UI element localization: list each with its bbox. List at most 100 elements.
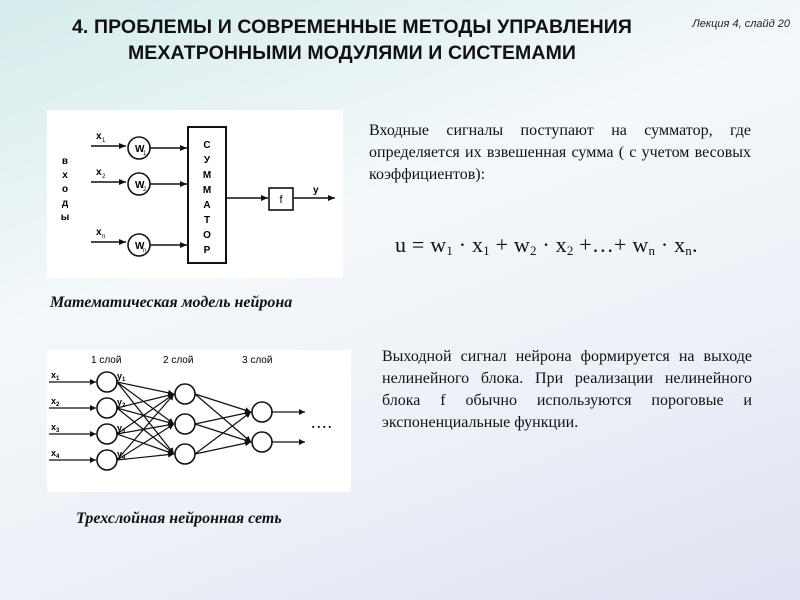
slide-title: 4. ПРОБЛЕМЫ И СОВРЕМЕННЫЕ МЕТОДЫ УПРАВЛЕ… bbox=[22, 14, 682, 66]
neuron-layer-3 bbox=[251, 401, 273, 423]
summator-block bbox=[187, 126, 227, 264]
activation-label: f bbox=[279, 194, 283, 206]
formula-x2: x bbox=[555, 232, 567, 257]
side-letter: о bbox=[62, 184, 68, 195]
formula-wn-sub: n bbox=[648, 243, 656, 258]
connection-edge bbox=[194, 410, 252, 425]
summator-letter: С bbox=[203, 140, 210, 151]
input-label-x: x bbox=[96, 131, 102, 142]
activation-block bbox=[268, 187, 294, 211]
network-output-label: y1 bbox=[117, 371, 126, 383]
formula-wn: w bbox=[632, 232, 649, 257]
network-output-label: y2 bbox=[117, 397, 126, 409]
formula-x2-sub: 2 bbox=[566, 243, 574, 258]
formula-xn: x bbox=[674, 232, 686, 257]
slide-note: Лекция 4, слайд 20 bbox=[692, 18, 790, 30]
formula-w1: w bbox=[430, 232, 447, 257]
neuron-layer-1 bbox=[96, 371, 118, 393]
paragraph-activation: Выходной сигнал нейрона формируется на в… bbox=[382, 348, 752, 431]
connection-edge bbox=[116, 451, 175, 461]
input-label-sub: n bbox=[102, 234, 105, 240]
layer-label-3: 3 слой bbox=[242, 355, 272, 366]
output-label: y bbox=[313, 185, 319, 196]
side-letter: в bbox=[62, 156, 68, 167]
connection-edge bbox=[116, 393, 175, 435]
connection-edge bbox=[116, 393, 175, 461]
title-line-1: 4. ПРОБЛЕМЫ И СОВРЕМЕННЫЕ МЕТОДЫ УПРАВЛЕ… bbox=[71, 16, 632, 38]
formula-dot2: · bbox=[542, 232, 550, 257]
neuron-caption: Математическая модель нейрона bbox=[50, 294, 293, 311]
connection-edge bbox=[116, 433, 175, 455]
weight-label: W bbox=[135, 144, 145, 155]
connection-edge bbox=[116, 381, 175, 425]
input-label-sub: 1 bbox=[102, 138, 106, 144]
connection-edge bbox=[116, 422, 175, 435]
formula-w2-sub: 2 bbox=[529, 243, 537, 258]
formula-plus2: +…+ bbox=[579, 232, 627, 257]
network-ellipsis: .... bbox=[311, 412, 333, 432]
summator-label: С У М М А Т О Р bbox=[203, 140, 211, 256]
formula-plus1: + bbox=[495, 232, 509, 257]
summator-letter: О bbox=[203, 230, 211, 241]
network-neurons bbox=[96, 371, 273, 471]
connection-edge bbox=[116, 381, 175, 396]
formula-lhs: u bbox=[395, 232, 407, 257]
summator-letter: Р bbox=[204, 245, 211, 256]
input-label-x: x bbox=[96, 167, 102, 178]
neuron-layer-2 bbox=[174, 413, 196, 435]
formula-x1-sub: 1 bbox=[483, 243, 490, 258]
neuron-layer-1 bbox=[96, 423, 118, 445]
title-line-2: МЕХАТРОННЫМИ МОДУЛЯМИ И СИСТЕМАМИ bbox=[127, 42, 577, 64]
formula-xn-sub: n bbox=[685, 243, 692, 258]
input-branch-2: x 2 W 2 bbox=[91, 167, 187, 196]
network-output-label: y4 bbox=[117, 449, 126, 461]
layer-label-1: 1 слой bbox=[91, 355, 121, 366]
neuron-layer-1 bbox=[96, 397, 118, 419]
network-input-label: x4 bbox=[51, 448, 60, 460]
connection-edge bbox=[116, 392, 175, 409]
network-connections bbox=[49, 379, 305, 463]
connection-edge bbox=[116, 381, 175, 455]
neuron-diagram-svg: в х о д ы x 1 W 1 x 2 W 2 x n bbox=[61, 126, 335, 264]
input-branch-1: x 1 W 1 bbox=[91, 131, 187, 160]
input-label-x: x bbox=[96, 227, 102, 238]
input-label-sub: 2 bbox=[102, 174, 106, 180]
formula-x1: x bbox=[471, 232, 484, 257]
summator-letter: У bbox=[204, 155, 211, 166]
side-letter: ы bbox=[61, 212, 70, 223]
weighted-sum-formula: u = w1 · x1 + w2 · x2 +…+ wn · xn. bbox=[395, 232, 698, 259]
formula-dot1: · bbox=[458, 232, 467, 257]
side-letter: д bbox=[62, 198, 69, 209]
connection-edge bbox=[194, 393, 252, 414]
neuron-layer-2 bbox=[174, 383, 196, 405]
formula-w2: w bbox=[513, 232, 530, 257]
formula-dot3: · bbox=[660, 232, 669, 257]
network-input-label: x1 bbox=[51, 370, 60, 382]
summator-letter: А bbox=[203, 200, 210, 211]
summator-letter: Т bbox=[204, 215, 210, 226]
summator-letter: М bbox=[203, 185, 211, 196]
network-input-label: x3 bbox=[51, 422, 60, 434]
neuron-layer-2 bbox=[174, 443, 196, 465]
summator-letter: М bbox=[203, 170, 211, 181]
connection-edge bbox=[194, 411, 252, 455]
network-caption: Трехслойная нейронная сеть bbox=[76, 510, 282, 527]
side-letter: х bbox=[62, 170, 68, 181]
formula-end: . bbox=[691, 232, 698, 257]
inputs-side-label: в х о д ы bbox=[61, 156, 70, 223]
connection-edge bbox=[116, 407, 175, 426]
input-branch-n: x n W n bbox=[91, 227, 187, 257]
layer-label-2: 2 слой bbox=[163, 355, 193, 366]
paragraph-summator: Входные сигналы поступают на сумматор, г… bbox=[369, 122, 751, 183]
network-output-label: y3 bbox=[117, 423, 126, 435]
connection-edge bbox=[194, 440, 252, 455]
neuron-layer-1 bbox=[96, 449, 118, 471]
weight-sub: n bbox=[143, 248, 146, 254]
weight-label: W bbox=[135, 180, 145, 191]
weight-label: W bbox=[135, 241, 145, 252]
weight-sub: 2 bbox=[143, 187, 147, 193]
connection-edge bbox=[116, 423, 175, 461]
